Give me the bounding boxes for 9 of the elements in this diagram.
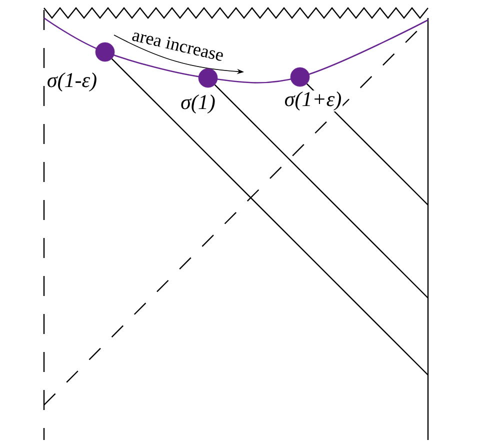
line bbox=[214, 84, 428, 298]
dot-label: σ(1+ε) bbox=[283, 90, 343, 112]
arrow-label: area increase bbox=[132, 32, 223, 61]
dot bbox=[290, 67, 310, 87]
line bbox=[111, 58, 428, 376]
dot bbox=[95, 42, 115, 62]
dot-label: σ(1) bbox=[180, 93, 216, 115]
dot bbox=[198, 68, 218, 88]
dot-label: σ(1-ε) bbox=[46, 71, 98, 93]
